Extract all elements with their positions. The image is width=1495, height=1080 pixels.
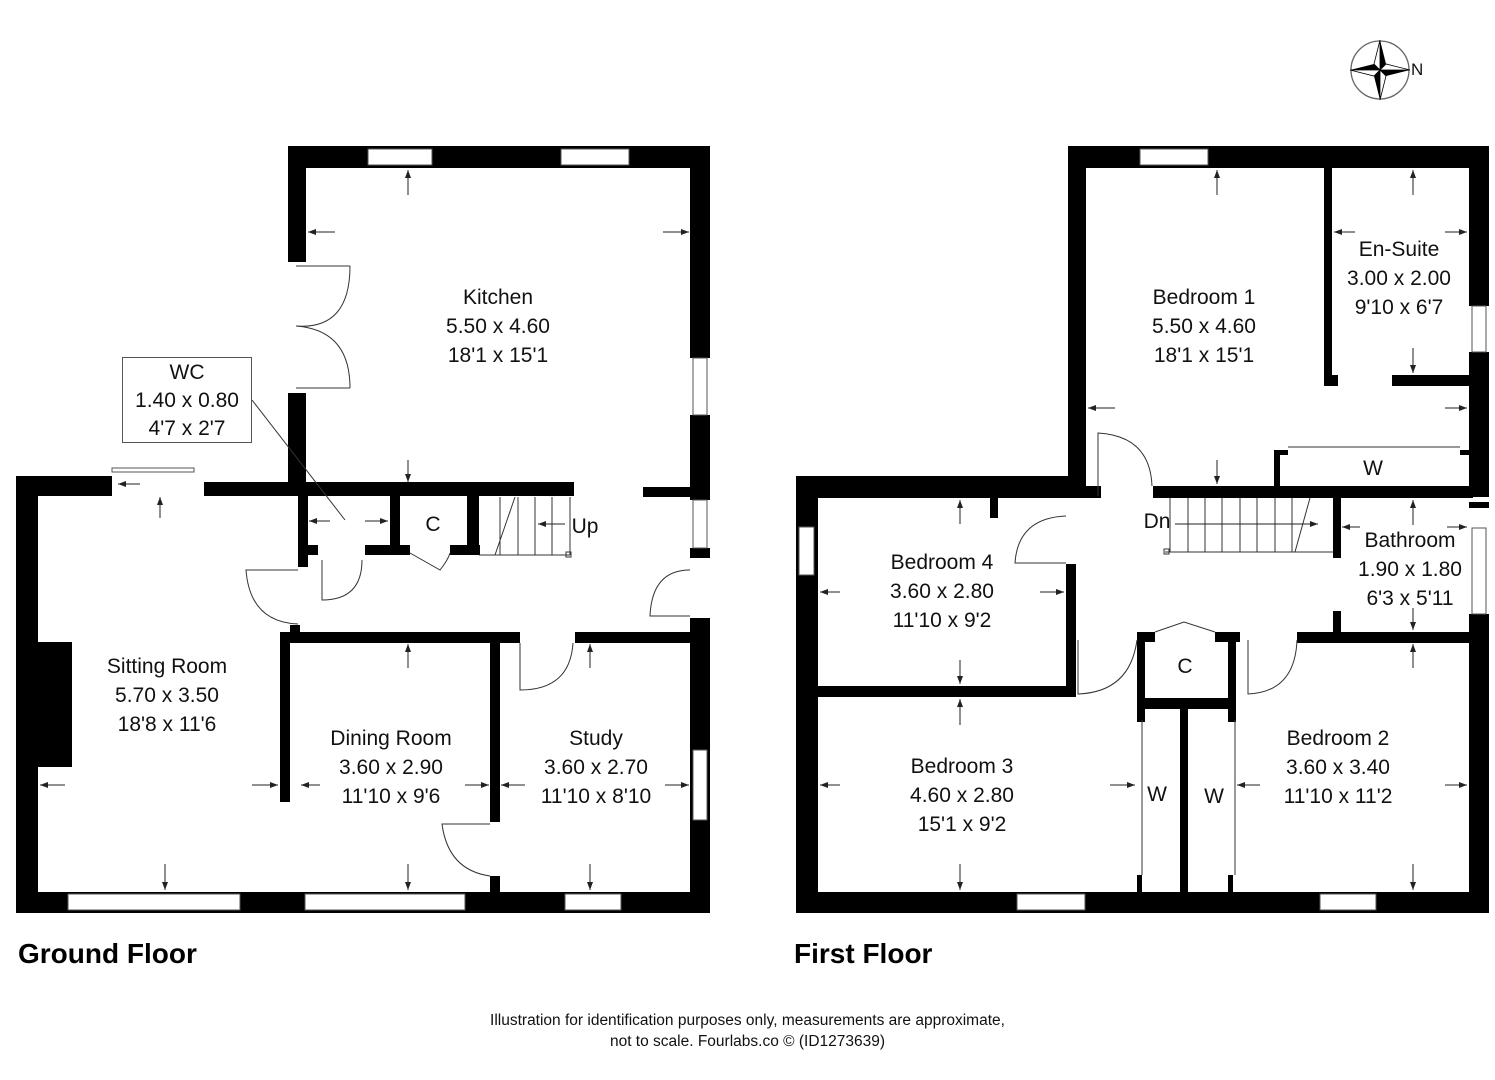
room-imperial: 4'7 x 2'7	[148, 417, 226, 440]
room-name: En-Suite	[1358, 238, 1440, 261]
first-floor-title: First Floor	[794, 938, 933, 969]
wardrobe-bedroom1-label: W	[1363, 457, 1383, 480]
room-bedroom-1: Bedroom 1 5.50 x 4.60 18'1 x 15'1	[1152, 283, 1256, 370]
room-metric: 1.40 x 0.80	[135, 389, 239, 412]
stairs-up-label: Up	[571, 515, 599, 538]
room-metric: 5.50 x 4.60	[1152, 315, 1256, 338]
room-metric: 3.60 x 3.40	[1286, 756, 1390, 779]
room-name: Study	[569, 727, 623, 750]
room-name: Bathroom	[1364, 529, 1456, 552]
room-imperial: 9'10 x 6'7	[1354, 296, 1444, 319]
first-floor-dimension-arrows	[820, 170, 1467, 890]
room-imperial: 11'10 x 8'10	[540, 785, 652, 808]
room-imperial: 18'8 x 11'6	[117, 713, 217, 736]
room-imperial: 15'1 x 9'2	[917, 813, 1007, 836]
north-label: N	[1411, 60, 1424, 79]
ground-cupboard-label: C	[425, 513, 441, 536]
room-metric: 3.60 x 2.90	[339, 756, 443, 779]
first-cupboard-label: C	[1177, 655, 1193, 678]
room-imperial: 11'10 x 9'6	[341, 785, 441, 808]
room-metric: 4.60 x 2.80	[910, 784, 1014, 807]
room-dining-room: Dining Room 3.60 x 2.90 11'10 x 9'6	[330, 724, 451, 811]
room-imperial: 18'1 x 15'1	[1153, 344, 1255, 367]
room-name: Sitting Room	[106, 655, 228, 678]
room-bedroom-2: Bedroom 2 3.60 x 3.40 11'10 x 11'2	[1284, 724, 1393, 811]
room-imperial: 11'10 x 11'2	[1283, 785, 1393, 808]
room-imperial: 11'10 x 9'2	[892, 609, 992, 632]
stairs-down-label: Dn	[1143, 510, 1171, 533]
room-metric: 3.60 x 2.70	[544, 756, 648, 779]
room-en-suite: En-Suite 3.00 x 2.00 9'10 x 6'7	[1347, 235, 1451, 322]
room-name: Bedroom 2	[1286, 727, 1390, 750]
room-name: Bedroom 3	[910, 755, 1014, 778]
room-metric: 5.50 x 4.60	[446, 315, 550, 338]
room-metric: 5.70 x 3.50	[115, 684, 219, 707]
ground-floor-title: Ground Floor	[18, 938, 197, 969]
room-bathroom: Bathroom 1.90 x 1.80 6'3 x 5'11	[1358, 526, 1462, 613]
room-metric: 1.90 x 1.80	[1358, 558, 1462, 581]
disclaimer-line-1: Illustration for identification purposes…	[490, 1012, 1005, 1029]
room-name: Bedroom 4	[890, 551, 994, 574]
room-name: Bedroom 1	[1152, 286, 1256, 309]
room-metric: 3.00 x 2.00	[1347, 267, 1451, 290]
disclaimer-footer: Illustration for identification purposes…	[0, 1010, 1495, 1052]
room-sitting-room: Sitting Room 5.70 x 3.50 18'8 x 11'6	[107, 652, 227, 739]
room-name: Kitchen	[462, 286, 534, 309]
wardrobe-bedroom3-label: W	[1147, 783, 1167, 806]
room-wc: WC 1.40 x 0.80 4'7 x 2'7	[122, 357, 252, 443]
disclaimer-line-2: not to scale. Fourlabs.co © (ID1273639)	[609, 1033, 886, 1050]
room-bedroom-4: Bedroom 4 3.60 x 2.80 11'10 x 9'2	[890, 548, 994, 635]
room-imperial: 6'3 x 5'11	[1366, 587, 1454, 610]
room-name: WC	[169, 361, 205, 384]
room-metric: 3.60 x 2.80	[890, 580, 994, 603]
ground-floor-walls	[16, 146, 710, 913]
ground-floor-doors	[245, 265, 691, 877]
first-floor-doors	[1014, 432, 1460, 875]
wardrobe-bedroom2-label: W	[1204, 785, 1224, 808]
room-kitchen: Kitchen 5.50 x 4.60 18'1 x 15'1	[446, 283, 550, 370]
room-bedroom-3: Bedroom 3 4.60 x 2.80 15'1 x 9'2	[910, 752, 1014, 839]
first-floor-walls	[796, 146, 1489, 913]
room-name: Dining Room	[330, 727, 452, 750]
ground-floor-dimension-arrows	[40, 170, 689, 890]
compass-rose-icon	[1349, 39, 1411, 101]
room-study: Study 3.60 x 2.70 11'10 x 8'10	[541, 724, 651, 811]
room-imperial: 18'1 x 15'1	[447, 344, 549, 367]
